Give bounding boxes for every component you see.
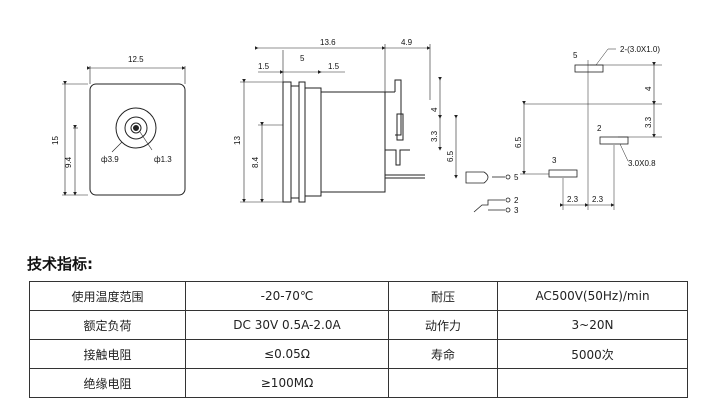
front-width-dim: 12.5 <box>128 55 144 64</box>
side-seg-a: 1.5 <box>258 62 270 71</box>
side-view <box>240 44 458 203</box>
side-seg-b: 5 <box>300 54 305 63</box>
front-height-dim: 15 <box>51 136 60 145</box>
table-cell: 绝缘电阻 <box>29 368 186 398</box>
footprint-pad-2: 2 <box>597 124 602 133</box>
table-row: 额定负荷 DC 30V 0.5A-2.0A 动作力 3~20N <box>29 310 688 340</box>
side-inner-dim: 8.4 <box>251 156 260 168</box>
side-seg-c: 1.5 <box>328 62 340 71</box>
technical-drawing: 12.5 15 9.4 ф3.9 ф1.3 13.6 4 <box>51 38 662 215</box>
footprint-dim-2-3b: 2.3 <box>592 195 604 204</box>
table-cell: 使用温度范围 <box>29 281 186 311</box>
footprint-dim-4: 4 <box>644 86 653 91</box>
table-row: 接触电阻 ≤0.05Ω 寿命 5000次 <box>29 339 688 369</box>
pin-schematic <box>465 171 511 213</box>
side-right-mid: 3.3 <box>430 130 439 142</box>
footprint-pad-5: 5 <box>573 51 578 60</box>
footprint-dim-6-5: 6.5 <box>514 136 523 148</box>
side-tail-dim: 4.9 <box>401 38 413 47</box>
pin-3-label: 3 <box>514 206 519 215</box>
spec-table: 使用温度范围 -20-70℃ 耐压 AC500V(50Hz)/min 额定负荷 … <box>29 281 688 398</box>
table-cell: -20-70℃ <box>185 281 389 311</box>
table-cell: ≥100MΩ <box>185 368 389 398</box>
table-cell <box>388 368 498 398</box>
footprint-slot-label: 2-(3.0X1.0) <box>620 45 660 54</box>
pin-2-label: 2 <box>514 196 519 205</box>
footprint-dim-3-3: 3.3 <box>644 116 653 128</box>
section-title: 技术指标: <box>27 255 93 273</box>
pin-5-label: 5 <box>514 173 519 182</box>
table-cell: 接触电阻 <box>29 339 186 369</box>
table-row: 使用温度范围 -20-70℃ 耐压 AC500V(50Hz)/min <box>29 281 688 311</box>
footprint-slot-label-2: 3.0X0.8 <box>628 159 656 168</box>
side-right-low: 6.5 <box>446 150 455 162</box>
front-hole-big: ф3.9 <box>101 155 119 164</box>
front-view <box>62 66 186 196</box>
footprint-pad-3: 3 <box>552 156 557 165</box>
table-cell: DC 30V 0.5A-2.0A <box>185 310 389 340</box>
table-cell: AC500V(50Hz)/min <box>497 281 688 311</box>
footprint-dim-2-3a: 2.3 <box>567 195 579 204</box>
pcb-footprint <box>520 48 662 210</box>
front-hole-small: ф1.3 <box>154 155 172 164</box>
table-cell <box>497 368 688 398</box>
table-row: 绝缘电阻 ≥100MΩ <box>29 368 688 398</box>
table-cell: 动作力 <box>388 310 498 340</box>
table-cell: 耐压 <box>388 281 498 311</box>
table-cell: 5000次 <box>497 339 688 369</box>
table-cell: ≤0.05Ω <box>185 339 389 369</box>
table-cell: 3~20N <box>497 310 688 340</box>
table-cell: 寿命 <box>388 339 498 369</box>
front-inner-dim: 9.4 <box>64 156 73 168</box>
side-right-top: 4 <box>430 107 439 112</box>
table-cell: 额定负荷 <box>29 310 186 340</box>
side-total-dim: 13.6 <box>320 38 336 47</box>
side-height-dim: 13 <box>233 136 242 145</box>
